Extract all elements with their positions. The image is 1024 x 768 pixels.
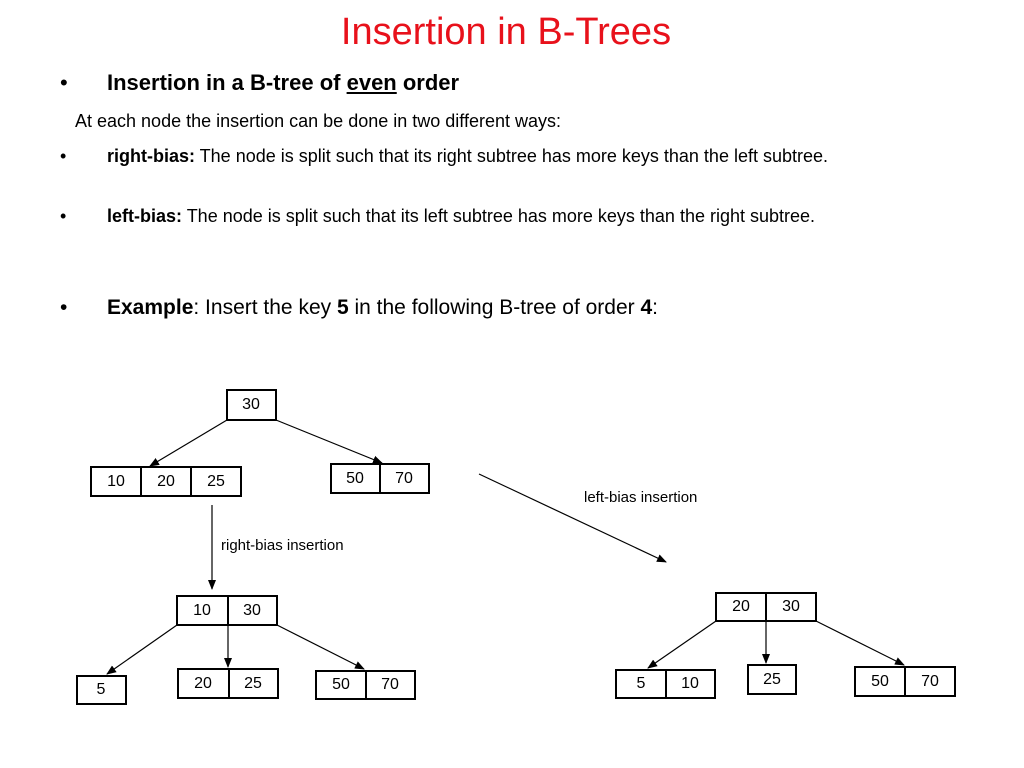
example-text: Example: Insert the key 5 in the followi… <box>107 296 658 320</box>
bullet: • <box>60 296 68 319</box>
example-part: in the following B-tree of order <box>348 296 641 319</box>
right-bias-root-node: 10 30 <box>176 595 278 626</box>
tree-edge-arrow <box>276 624 365 670</box>
node-key: 5 <box>637 675 646 692</box>
tree-edge-arrow <box>815 620 905 666</box>
node-key: 70 <box>921 673 939 690</box>
right-bias-label: right-bias insertion <box>221 537 344 554</box>
example-part: : <box>652 296 659 319</box>
original-root-node: 30 <box>226 389 277 421</box>
node-key: 25 <box>763 671 781 688</box>
node-key: 20 <box>194 675 212 692</box>
heading-text: Insertion in a B-tree of even order <box>107 70 459 96</box>
example-part: : Insert the key <box>193 296 337 319</box>
bullet: • <box>60 206 67 226</box>
node-cell <box>715 592 767 622</box>
node-cell <box>765 592 817 622</box>
node-cell <box>665 669 716 699</box>
node-key: 20 <box>732 598 750 615</box>
node-key: 70 <box>381 676 399 693</box>
node-cell <box>904 666 956 697</box>
bullet-desc: The node is split such that its left sub… <box>182 206 816 226</box>
tree-edge-arrow <box>106 624 178 675</box>
node-key: 25 <box>207 473 225 490</box>
node-key: 10 <box>193 602 211 619</box>
tree-edge-arrow <box>647 620 717 669</box>
left-bias-child-3: 50 70 <box>854 666 956 697</box>
node-key: 10 <box>107 473 125 490</box>
node-cell <box>747 664 797 695</box>
node-cell <box>854 666 906 697</box>
node-cell <box>315 670 367 700</box>
left-bias-child-2: 25 <box>747 664 797 695</box>
original-right-node: 50 70 <box>330 463 430 494</box>
left-bias-child-1: 5 10 <box>615 669 716 699</box>
tree-edge-arrow <box>149 419 228 467</box>
node-key: 50 <box>346 470 364 487</box>
bullet: • <box>60 70 68 95</box>
left-bias-tree: 20 30 5 10 25 50 70 <box>615 592 956 699</box>
bullet-desc: The node is split such that its right su… <box>195 146 829 166</box>
node-cell <box>330 463 381 494</box>
node-key: 50 <box>871 673 889 690</box>
bullet-term: right-bias: <box>107 146 195 166</box>
heading-prefix: Insertion in a B-tree of <box>107 70 347 95</box>
node-key: 70 <box>395 470 413 487</box>
bullet-text: right-bias: The node is split such that … <box>107 143 967 169</box>
node-key: 5 <box>97 681 106 698</box>
bullet: • <box>60 146 67 166</box>
right-bias-tree: 10 30 5 20 25 50 70 <box>76 595 416 705</box>
node-key: 50 <box>332 676 350 693</box>
left-bias-root-node: 20 30 <box>715 592 817 622</box>
right-bias-child-2: 20 25 <box>177 668 279 699</box>
original-tree: 30 10 20 25 50 70 <box>90 389 430 497</box>
node-key: 30 <box>782 598 800 615</box>
node-key: 25 <box>244 675 262 692</box>
node-key: 20 <box>157 473 175 490</box>
node-cell <box>140 466 192 497</box>
node-cell <box>228 668 279 699</box>
bullet-term: left-bias: <box>107 206 183 226</box>
bullet-text: left-bias: The node is split such that i… <box>107 203 967 229</box>
node-cell <box>190 466 242 497</box>
node-cell <box>365 670 416 700</box>
left-bias-label: left-bias insertion <box>584 489 697 506</box>
node-cell <box>379 463 430 494</box>
node-key: 30 <box>243 602 261 619</box>
right-bias-child-3: 50 70 <box>315 670 416 700</box>
heading-emphasis: even <box>346 70 397 95</box>
left-bias-arrow <box>478 473 667 563</box>
intro-text: At each node the insertion can be done i… <box>75 111 561 131</box>
example-order: 4 <box>640 296 653 319</box>
original-left-node: 10 20 25 <box>90 466 242 497</box>
example-term: Example <box>107 296 194 319</box>
right-bias-child-1: 5 <box>76 675 127 705</box>
tree-edge-arrow <box>275 419 383 464</box>
node-cell <box>227 595 278 626</box>
heading-suffix: order <box>396 70 460 95</box>
node-cell <box>226 389 277 421</box>
example-key: 5 <box>336 296 349 319</box>
node-key: 10 <box>681 675 699 692</box>
node-key: 30 <box>242 396 260 413</box>
slide-title: Insertion in B-Trees <box>340 11 672 53</box>
node-cell <box>76 675 127 705</box>
